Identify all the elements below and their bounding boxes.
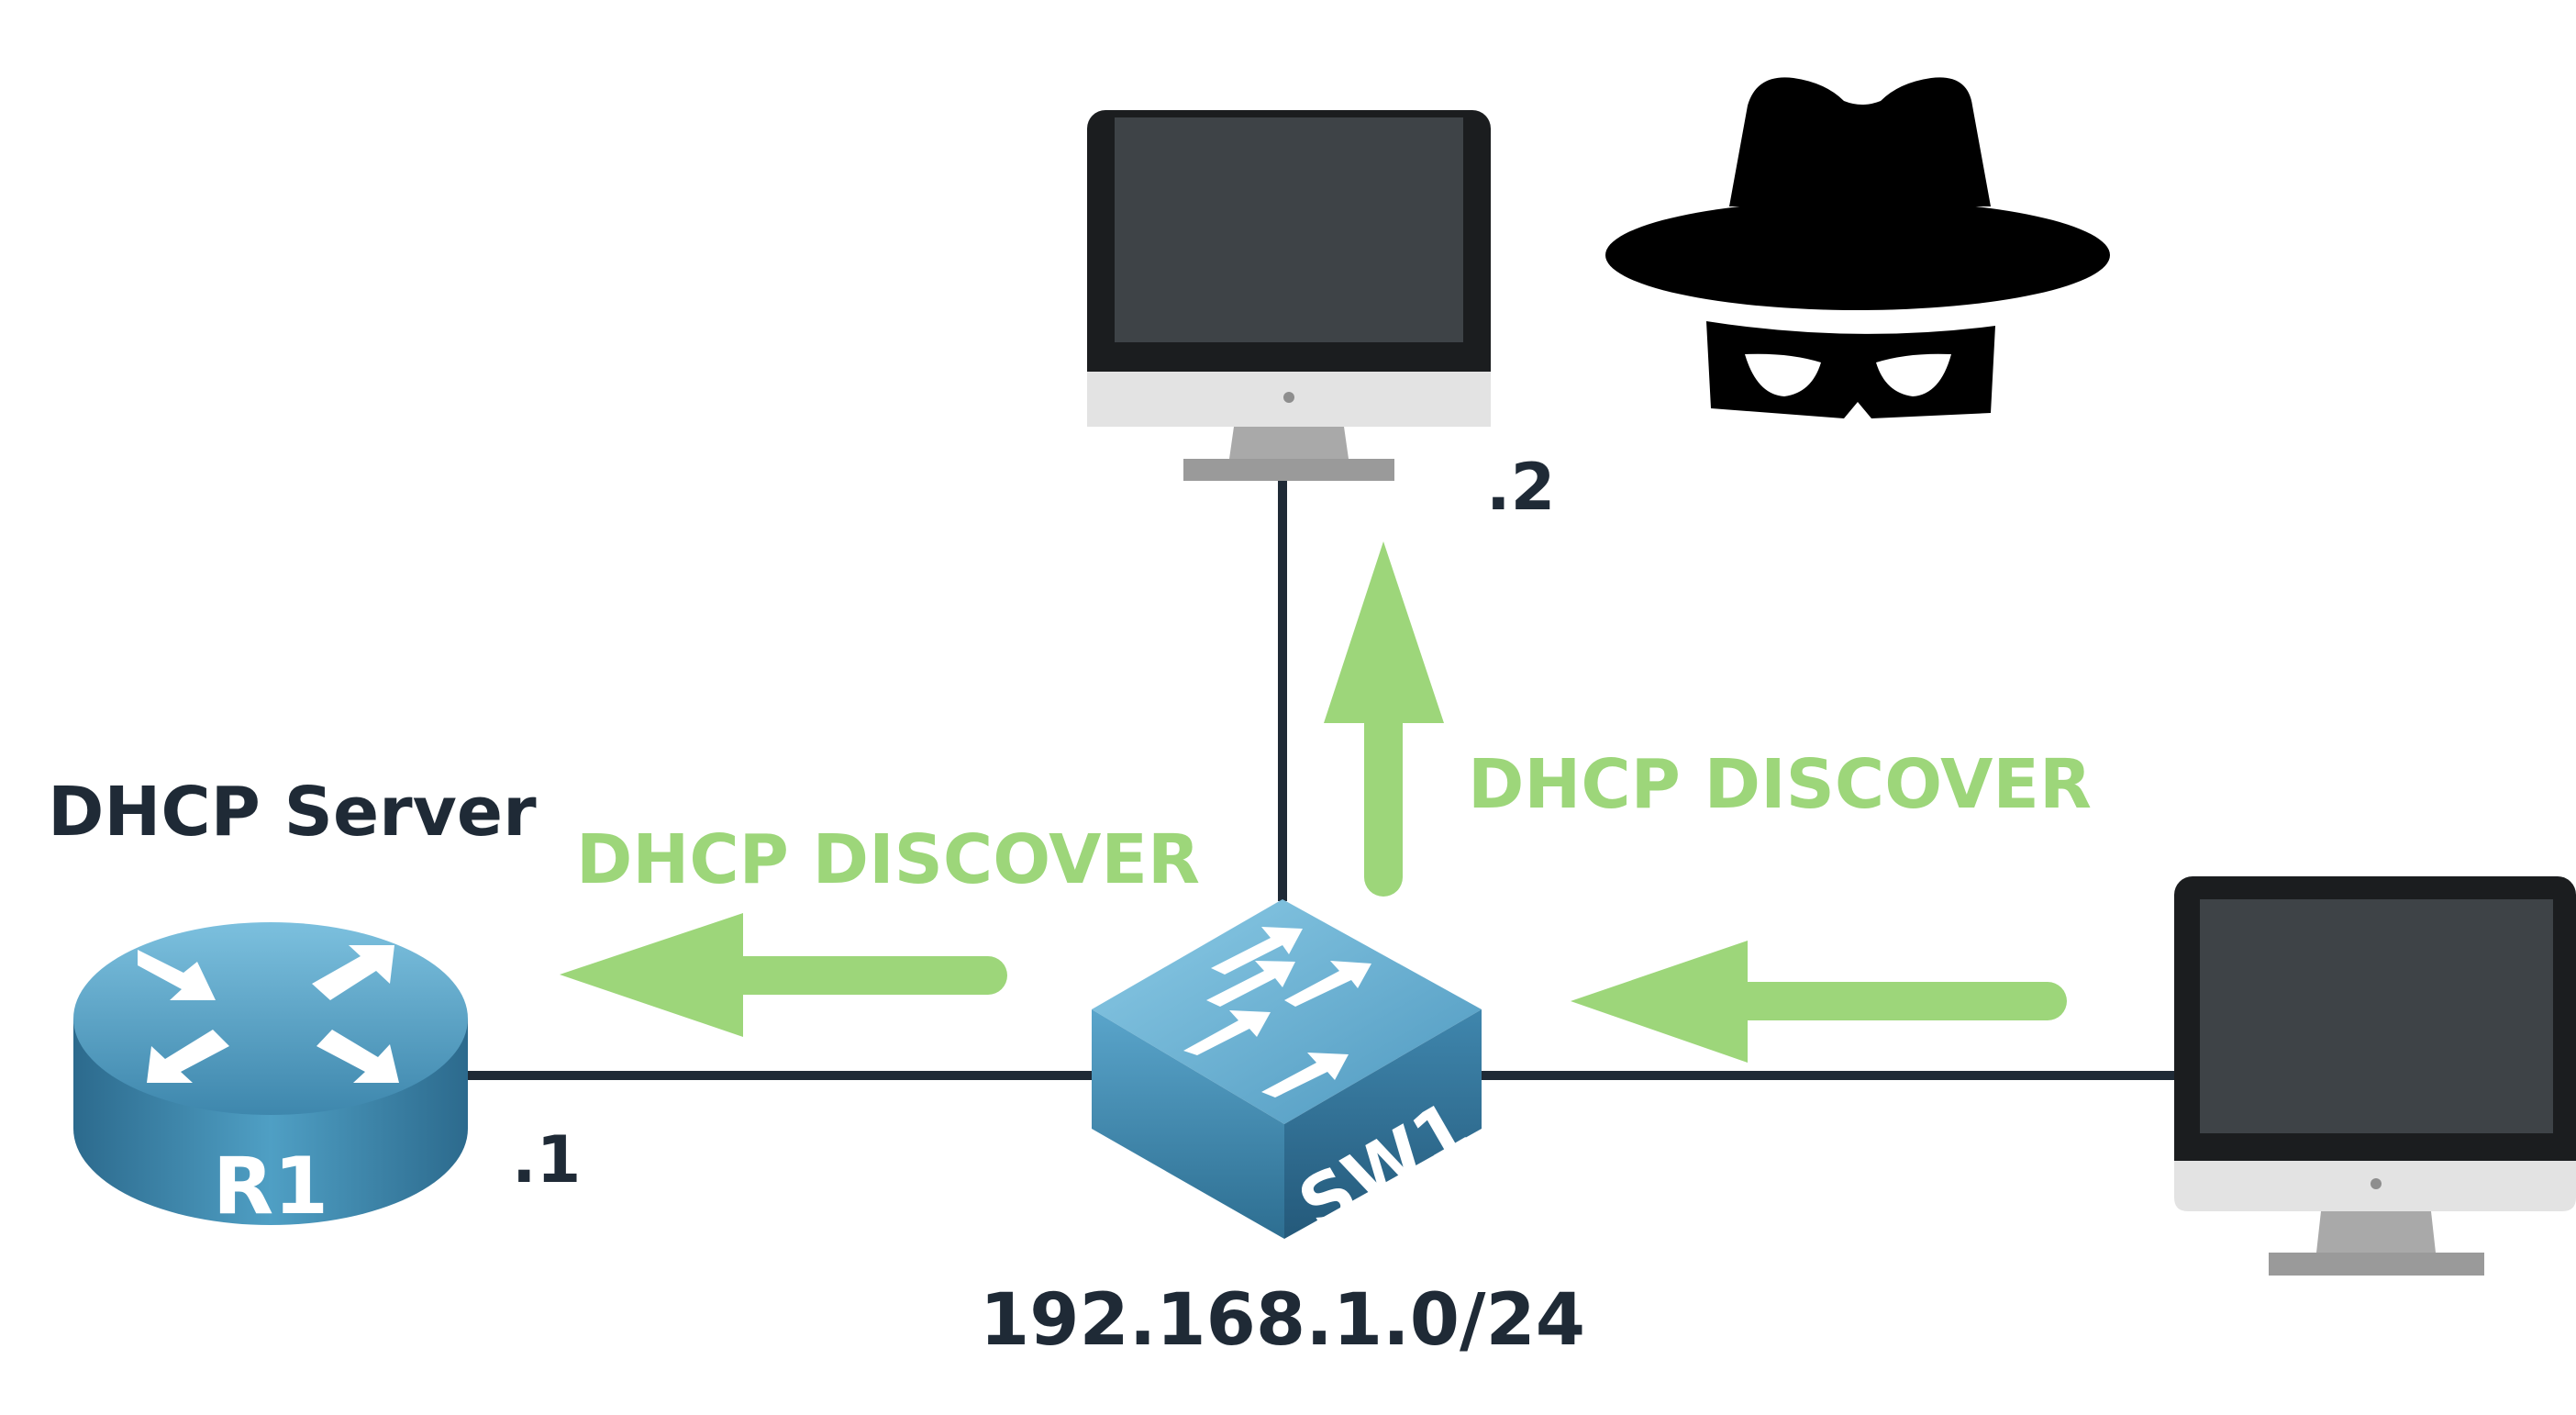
arrow-to-attacker [1324,541,1444,897]
router-r1[interactable] [73,922,468,1225]
router-name: R1 [213,1141,328,1232]
attacker-ip-label: .2 [1486,450,1555,525]
arrow-from-client [1571,941,2067,1063]
client-computer[interactable] [2174,876,2576,1276]
attacker-computer[interactable] [1087,110,1491,481]
switch-sw1[interactable] [1092,899,1482,1239]
arrow-to-router [560,913,1007,1037]
message-label-to-attacker: DHCP DISCOVER [1468,745,2092,824]
message-label-to-router: DHCP DISCOVER [576,820,1200,899]
router-arrows-icon [138,945,399,1083]
spy-icon [1605,77,2110,418]
router-role-label: DHCP Server [48,773,537,852]
switch-arrows-icon [1183,927,1371,1097]
network-label: 192.168.1.0/24 [980,1279,1585,1362]
router-ip-label: .1 [512,1122,581,1198]
